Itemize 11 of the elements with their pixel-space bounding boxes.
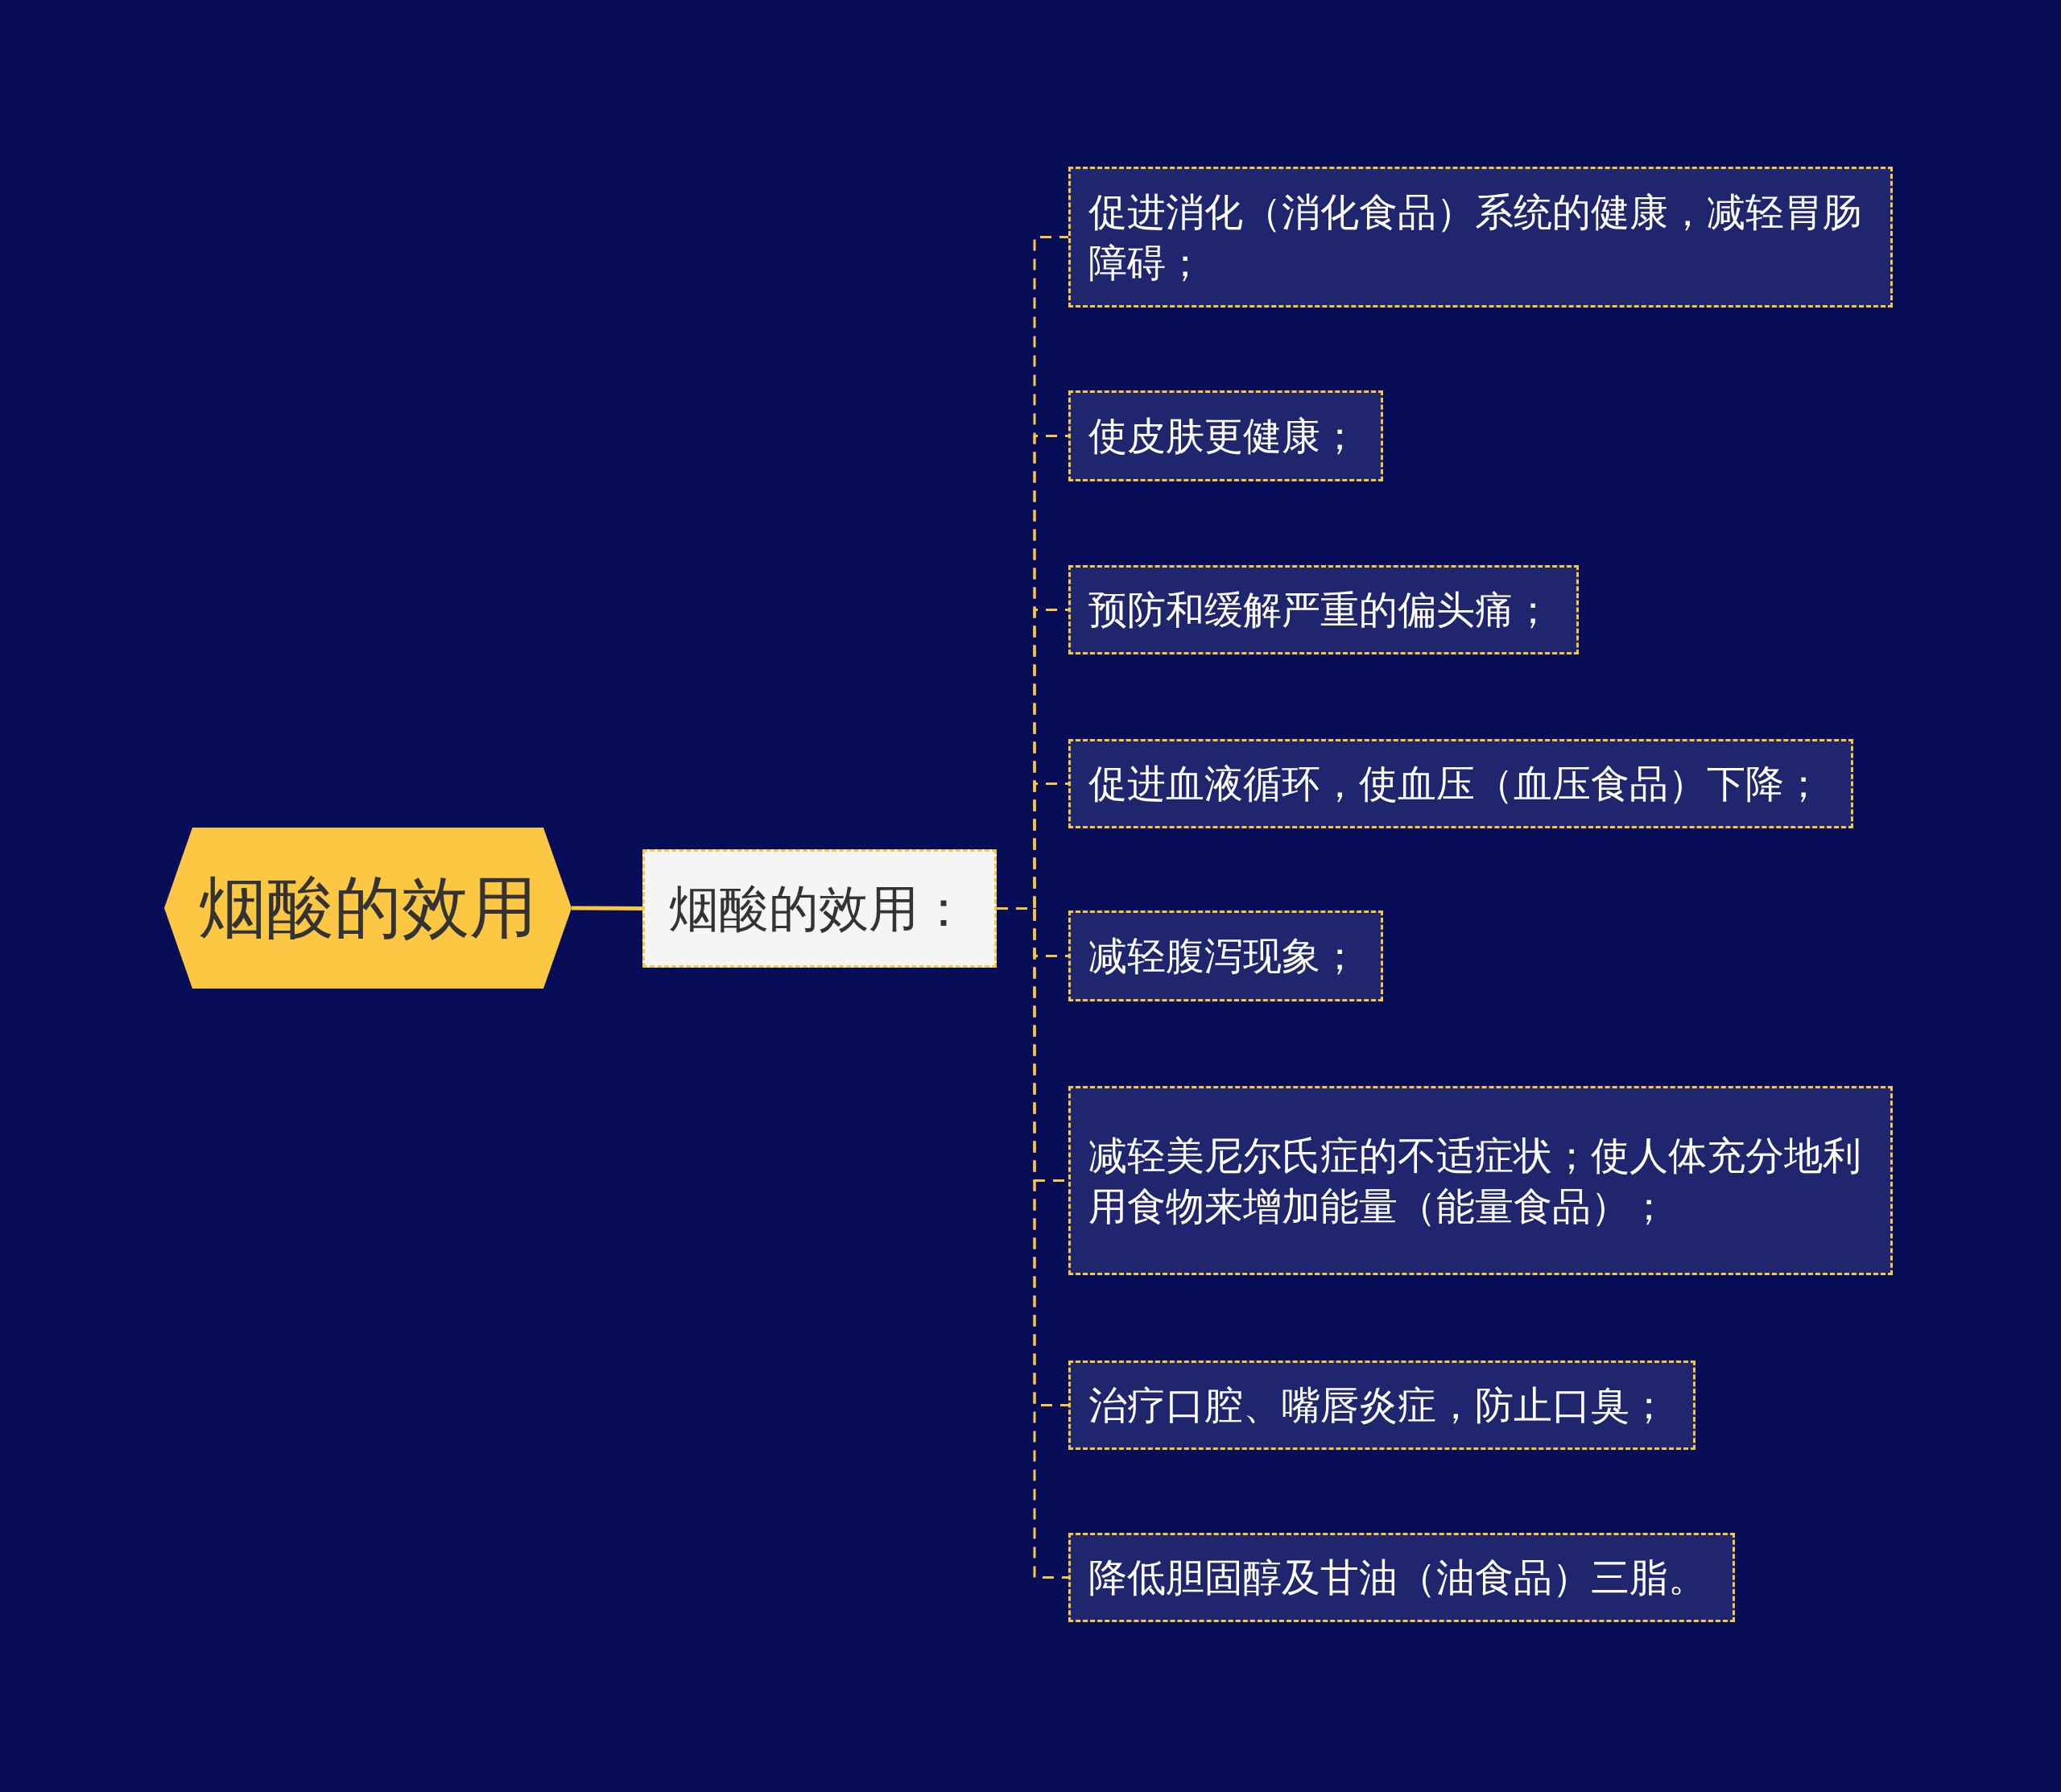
item-box: 使皮肤更健康；	[1068, 390, 1383, 481]
item-box: 预防和缓解严重的偏头痛；	[1068, 565, 1579, 654]
connector-line	[572, 906, 642, 910]
item-box: 减轻美尼尔氏症的不适症状；使人体充分地利用食物来增加能量（能量食品）；	[1068, 1086, 1893, 1275]
item-box: 降低胆固醇及甘油（油食品）三脂。	[1068, 1533, 1735, 1622]
subtopic-box: 烟酸的效用：	[642, 849, 997, 968]
item-box: 治疗口腔、嘴唇炎症，防止口臭；	[1068, 1361, 1695, 1450]
item-box: 减轻腹泻现象；	[1068, 910, 1383, 1001]
topic-hexagon: 烟酸的效用	[164, 828, 572, 989]
item-box: 促进血液循环，使血压（血压食品）下降；	[1068, 739, 1853, 828]
item-box: 促进消化（消化食品）系统的健康，减轻胃肠障碍；	[1068, 167, 1893, 308]
